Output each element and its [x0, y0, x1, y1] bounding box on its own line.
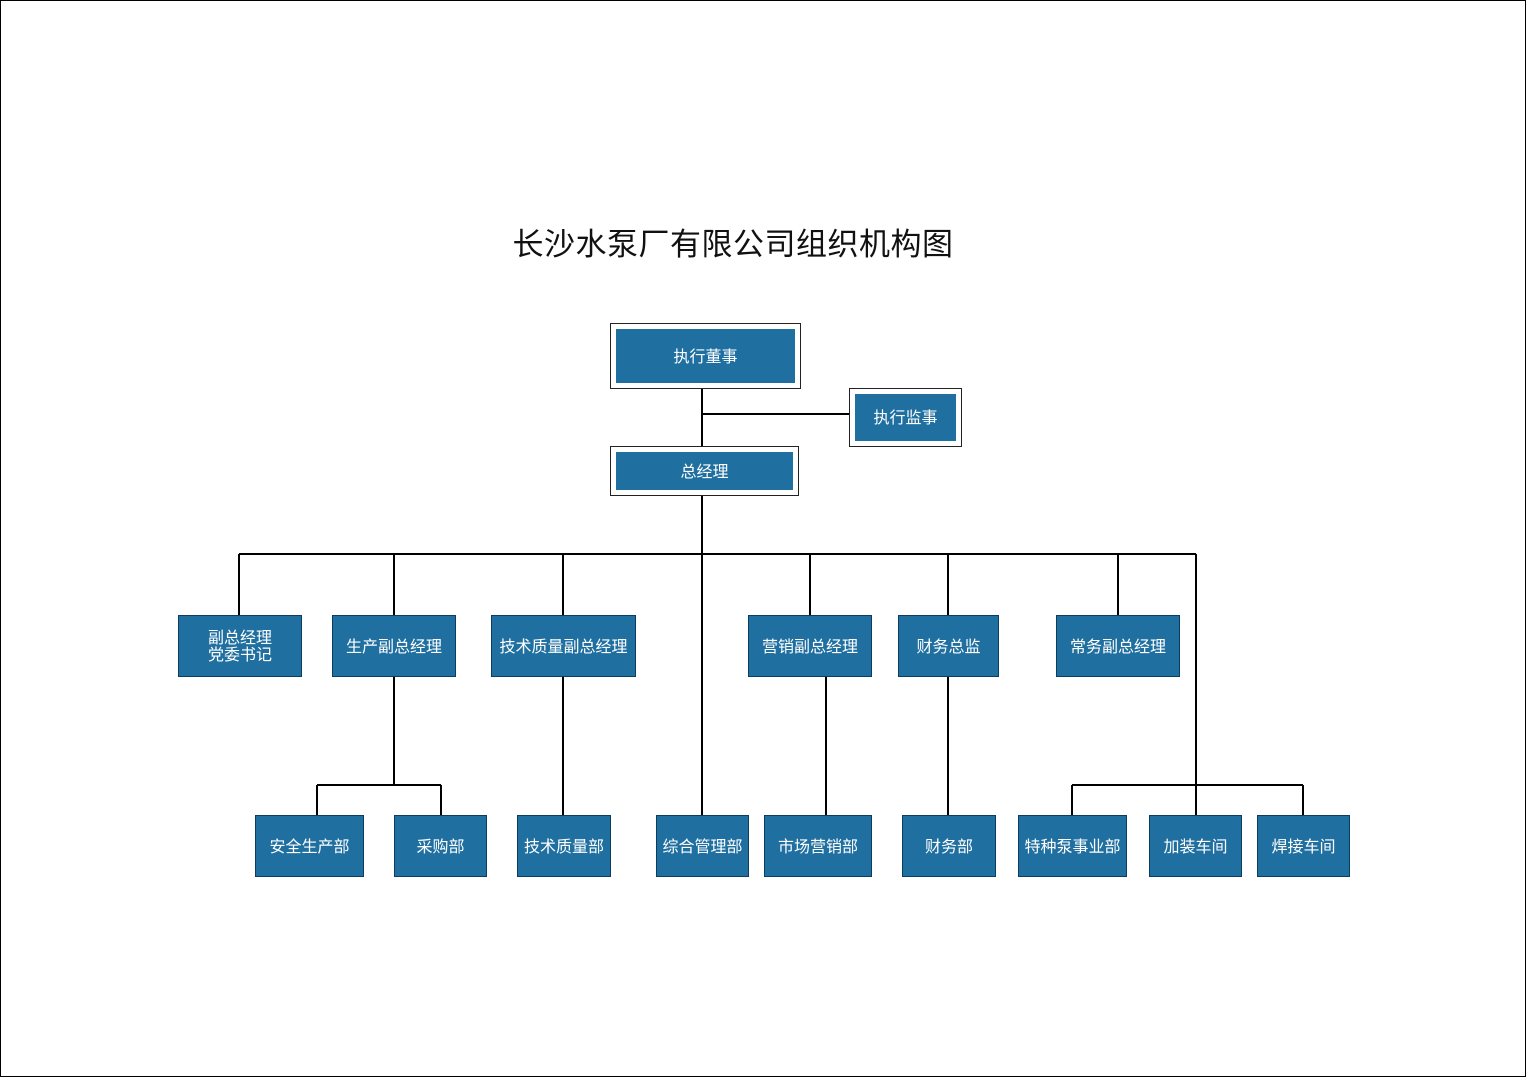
special-pump-division-label: 特种泵事业部: [1024, 836, 1121, 856]
board-node: 执行董事: [610, 323, 801, 389]
assembly-workshop-label: 加装车间: [1163, 836, 1228, 856]
executive-vp-label: 常务副总经理: [1069, 636, 1166, 656]
supervisor-node: 执行监事: [849, 388, 962, 447]
tech-quality-dept-node: 技术质量部: [517, 815, 611, 877]
tech-quality-vp-label: 技术质量副总经理: [499, 636, 628, 656]
purchasing-dept-node: 采购部: [394, 815, 487, 877]
finance-director-node: 财务总监: [898, 615, 999, 677]
finance-dept-node: 财务部: [902, 815, 996, 877]
supervisor-label: 执行监事: [873, 408, 938, 427]
tech-quality-vp-node: 技术质量副总经理: [491, 615, 636, 677]
deputy-party-label: 副总经理 党委书记: [207, 628, 272, 664]
marketing-dept-node: 市场营销部: [764, 815, 872, 877]
chart-title: 长沙水泵厂有限公司组织机构图: [512, 227, 954, 263]
tech-quality-dept-label: 技术质量部: [523, 836, 604, 856]
admin-dept-node: 综合管理部: [656, 815, 749, 877]
marketing-dept-label: 市场营销部: [777, 836, 858, 856]
gm-label: 总经理: [680, 461, 729, 481]
admin-dept-label: 综合管理部: [662, 836, 743, 856]
gm-node: 总经理: [610, 446, 799, 496]
production-vp-label: 生产副总经理: [345, 636, 442, 656]
executive-vp-node: 常务副总经理: [1056, 615, 1180, 677]
welding-workshop-node: 焊接车间: [1257, 815, 1350, 877]
finance-director-label: 财务总监: [916, 636, 981, 656]
finance-dept-label: 财务部: [924, 836, 973, 856]
sales-vp-label: 营销副总经理: [761, 636, 858, 656]
purchasing-dept-label: 采购部: [416, 836, 465, 856]
special-pump-division-node: 特种泵事业部: [1018, 815, 1127, 877]
deputy-party-node: 副总经理 党委书记: [178, 615, 302, 677]
safety-dept-label: 安全生产部: [269, 836, 350, 856]
safety-dept-node: 安全生产部: [255, 815, 364, 877]
board-label: 执行董事: [673, 346, 738, 366]
production-vp-node: 生产副总经理: [332, 615, 456, 677]
sales-vp-node: 营销副总经理: [748, 615, 872, 677]
assembly-workshop-node: 加装车间: [1149, 815, 1242, 877]
welding-workshop-label: 焊接车间: [1271, 836, 1336, 856]
